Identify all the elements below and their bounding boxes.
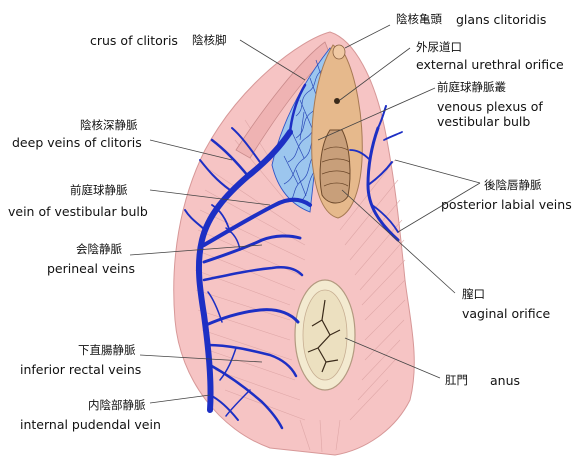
leader-lines <box>129 24 481 404</box>
vaginal-orifice-shape <box>319 129 351 204</box>
anus-folds <box>307 299 341 373</box>
label-inferior-rectal-en: inferior rectal veins <box>20 362 142 377</box>
crus-of-clitoris <box>235 41 331 159</box>
label-internal-pudendal-en: internal pudendal vein <box>20 417 161 432</box>
muscle-fibers <box>194 119 406 453</box>
label-glans-clitoridis-jp: 陰核亀頭 <box>396 12 442 26</box>
label-vein-vestibular-bulb-jp: 前庭球静脈 <box>70 183 128 197</box>
label-perineal-veins-en: perineal veins <box>47 261 135 276</box>
label-crus-of-clitoris-jp: 陰核脚 <box>192 33 227 47</box>
label-inferior-rectal-jp: 下直腸静脈 <box>78 343 136 357</box>
label-posterior-labial-en: posterior labial veins <box>441 197 572 212</box>
label-venous-plexus-en2: vestibular bulb <box>437 114 531 129</box>
veins <box>184 83 403 430</box>
label-venous-plexus-en1: venous plexus of <box>437 99 543 114</box>
label-perineal-veins-jp: 会陰静脈 <box>76 242 122 256</box>
label-external-urethral-orifice-en: external urethral orifice <box>416 57 564 72</box>
label-anus-en: anus <box>490 373 521 388</box>
label-deep-veins-en: deep veins of clitoris <box>12 135 142 150</box>
label-posterior-labial-jp: 後陰唇静脈 <box>484 178 542 192</box>
urethral-orifice <box>334 98 340 104</box>
label-glans-clitoridis-en: glans clitoridis <box>456 12 547 27</box>
label-anus-jp: 肛門 <box>445 373 468 387</box>
label-deep-veins-jp: 陰核深静脈 <box>80 118 138 132</box>
label-internal-pudendal-jp: 内陰部静脈 <box>88 398 146 412</box>
label-venous-plexus-jp: 前庭球静脈叢 <box>437 80 506 94</box>
label-vein-vestibular-bulb-en: vein of vestibular bulb <box>8 204 148 219</box>
label-external-urethral-orifice-jp: 外尿道口 <box>416 40 462 54</box>
label-vaginal-orifice-en: vaginal orifice <box>462 306 551 321</box>
label-vaginal-orifice-jp: 膣口 <box>462 287 485 301</box>
label-crus-of-clitoris-en: crus of clitoris <box>90 33 178 48</box>
glans-clitoridis <box>332 44 346 60</box>
